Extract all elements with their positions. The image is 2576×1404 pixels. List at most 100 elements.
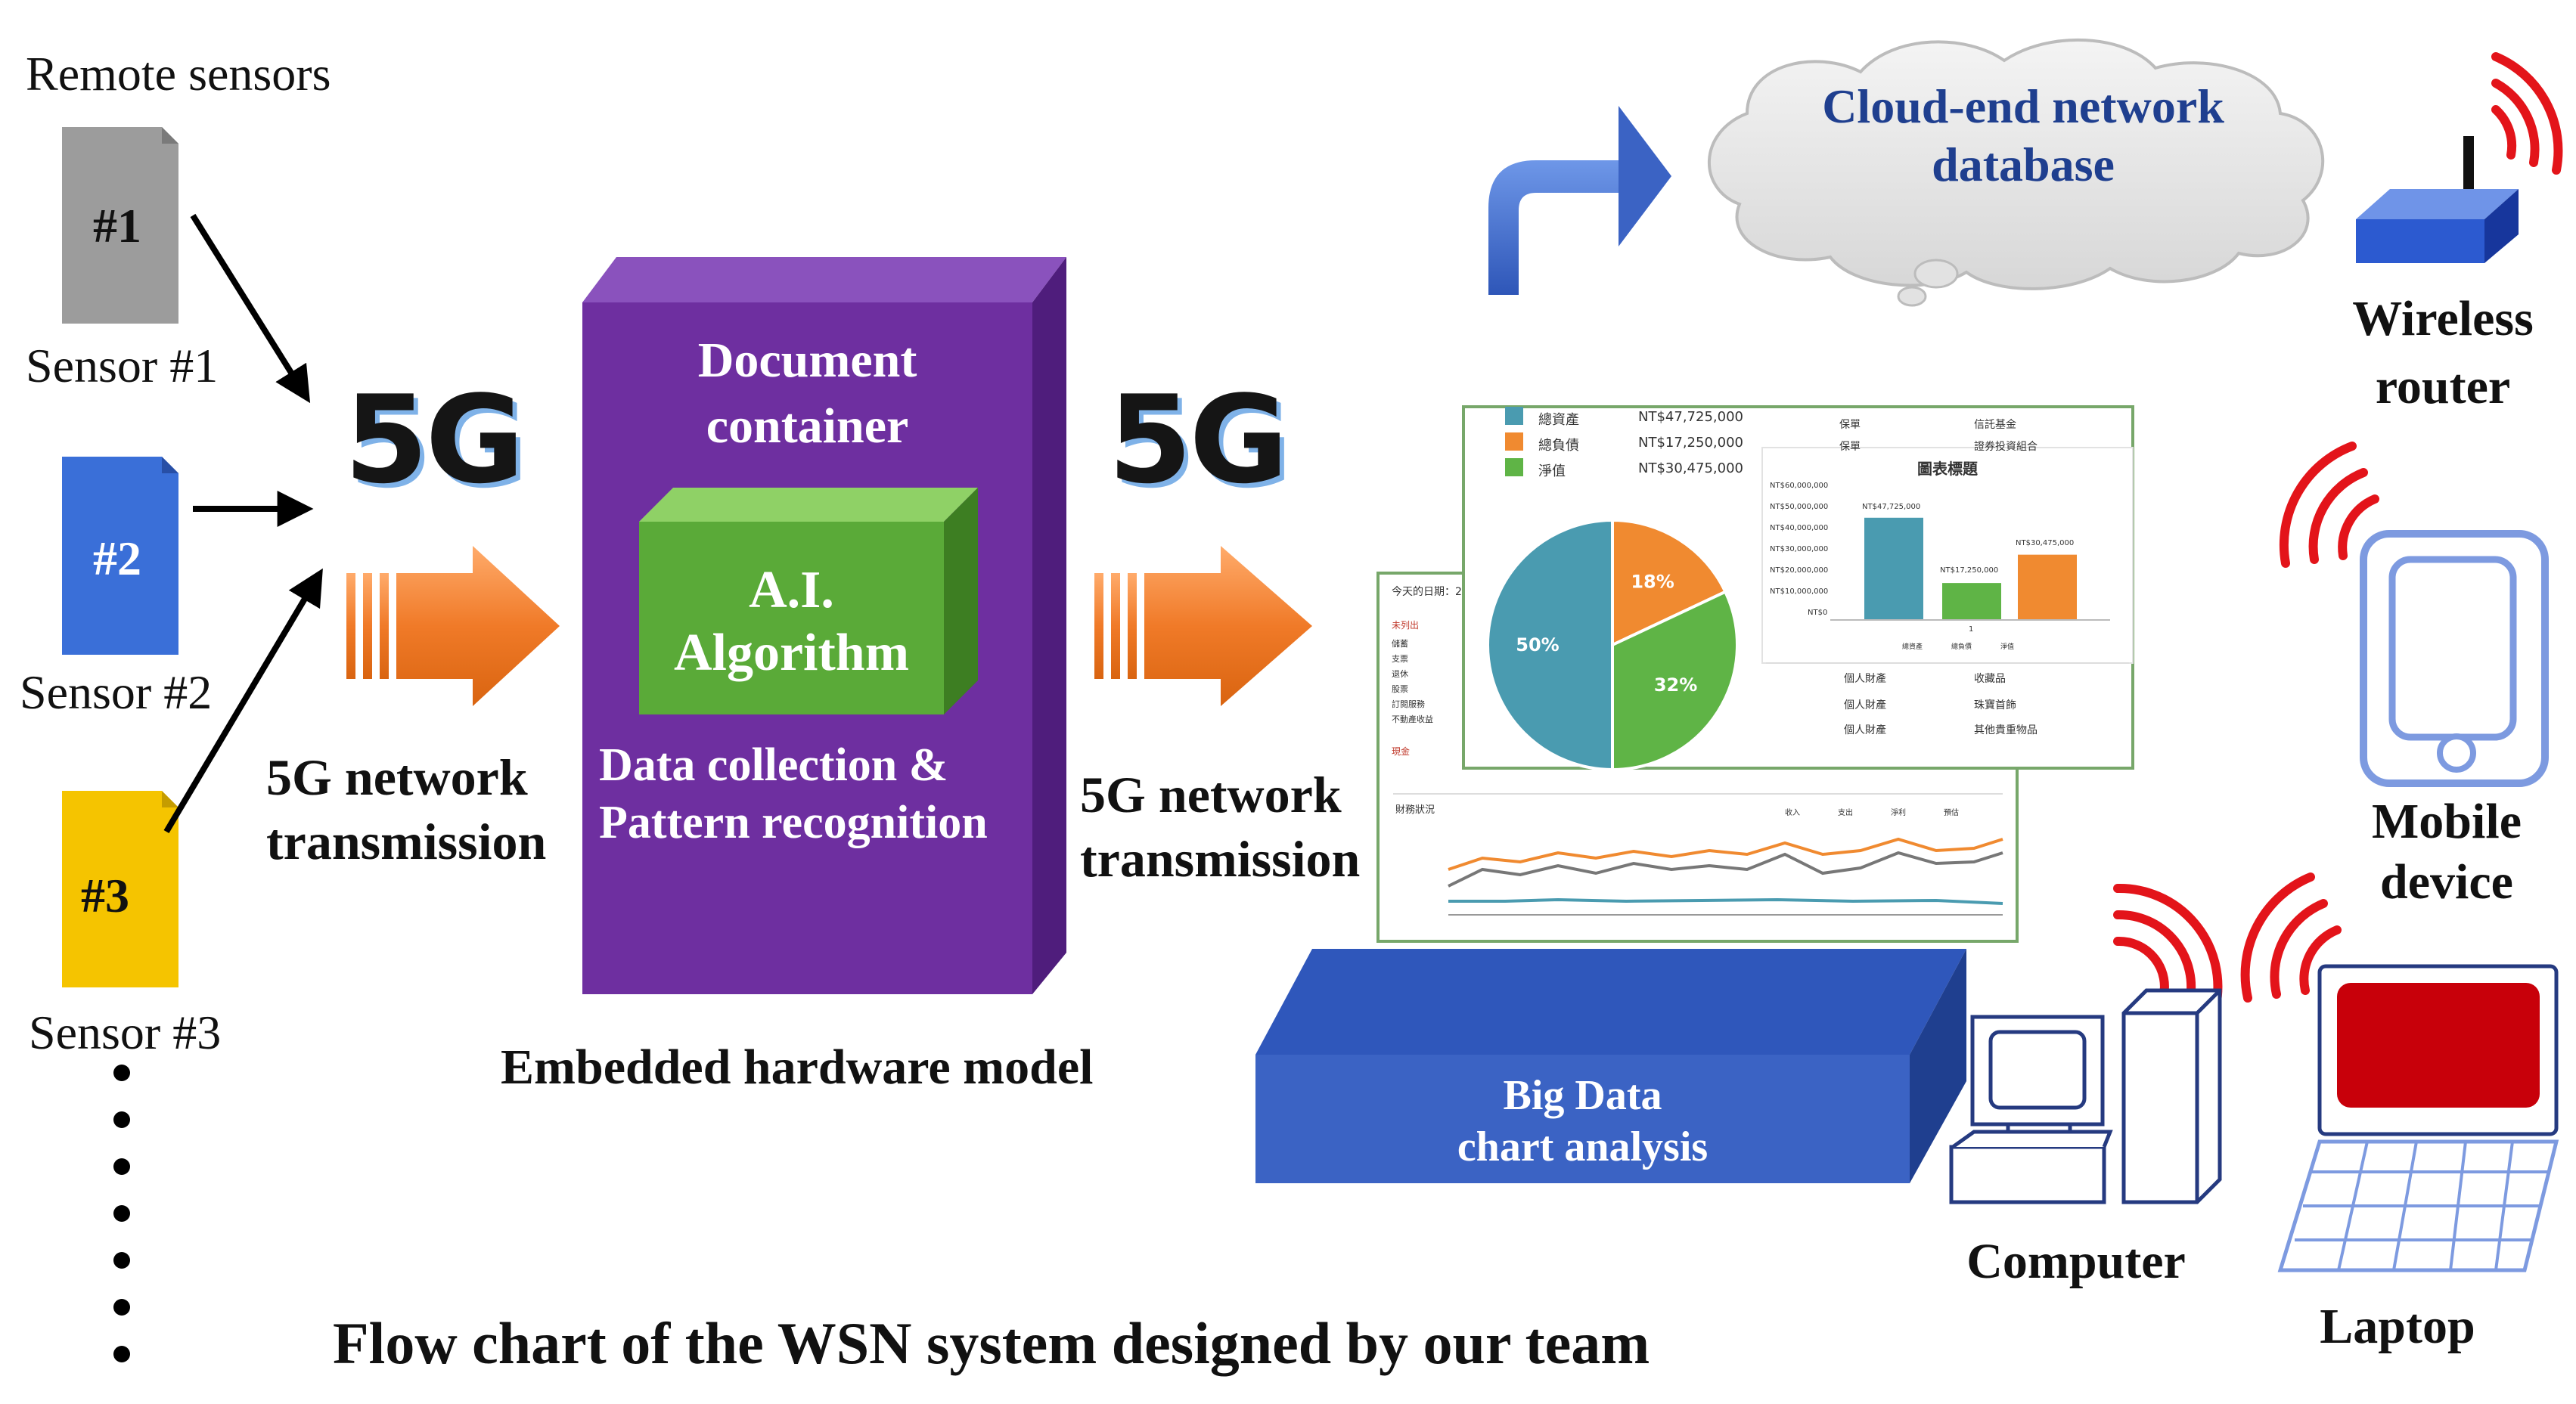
side-table-cell: 個人財產	[1844, 673, 1886, 685]
bigdata-line1: Big Data	[1503, 1072, 1662, 1119]
transmission-right-line1: 5G network	[1080, 766, 1342, 823]
laptop-label: Laptop	[2320, 1299, 2475, 1354]
bigdata-slab	[1255, 949, 1966, 1183]
pie-chart: 50% 18% 32%	[1486, 518, 1739, 772]
remote-sensors-heading: Remote sensors	[26, 47, 331, 101]
pie-slice-label: 18%	[1631, 571, 1674, 592]
data-collection-line2: Pattern recognition	[599, 797, 988, 848]
trend-line-1	[1448, 837, 2003, 871]
bar-y-tick: NT$50,000,000	[1770, 503, 1829, 511]
transmission-arrow-right	[1094, 546, 1312, 706]
pie-slice-liabilities	[1611, 518, 1727, 648]
bar-assets	[1864, 517, 1923, 620]
sensor-1-badge: #1	[93, 199, 141, 253]
bar-chart-title: 圖表標題	[1917, 460, 1978, 478]
legend-label-assets: 總資產	[1538, 412, 1579, 428]
bar-liabilities	[1942, 583, 2001, 620]
transmission-right-line2: transmission	[1080, 830, 1361, 888]
legend-value-liabilities: NT$17,250,000	[1638, 435, 1743, 451]
hardware-caption: Embedded hardware model	[501, 1040, 1094, 1095]
legend-value-networth: NT$30,475,000	[1638, 460, 1743, 476]
router-line1: Wireless	[2352, 291, 2534, 346]
bar-chart	[1830, 517, 2110, 621]
cloud-line2: database	[1932, 138, 2115, 191]
trend-line-3	[1448, 897, 2003, 905]
transmission-left-line1: 5G network	[266, 748, 528, 806]
mobile-device-icon	[2279, 442, 2549, 787]
side-table-cell: 收藏品	[1974, 673, 2006, 685]
bar-legend-item: 總負債	[1951, 643, 1972, 651]
sensor-1-icon	[62, 127, 178, 324]
continuation-dot	[113, 1252, 130, 1269]
side-table-cell: 個人財產	[1844, 699, 1886, 711]
legend-value-assets: NT$47,725,000	[1638, 409, 1743, 425]
bar-legend-item: 淨值	[2000, 643, 2015, 651]
sensor-3-badge: #3	[81, 869, 129, 922]
sensor-2-badge: #2	[93, 532, 141, 585]
bar-y-tick: NT$10,000,000	[1770, 587, 1829, 596]
sensor-1-caption: Sensor #1	[26, 339, 219, 392]
page-title: Flow chart of the WSN system designed by…	[333, 1310, 1650, 1376]
spreadsheet-date: 今天的日期：2	[1392, 586, 1462, 598]
spreadsheet-row: 退休	[1392, 669, 1408, 679]
bigdata-line2: chart analysis	[1457, 1124, 1709, 1170]
spreadsheet-red-label: 現金	[1392, 746, 1411, 757]
trend-legend: 收入	[1785, 809, 1800, 817]
computer-label: Computer	[1966, 1234, 2186, 1289]
side-table-cell: 珠寶首飾	[1974, 699, 2016, 711]
container-line2: container	[706, 398, 909, 454]
pie-slice-label: 32%	[1654, 674, 1697, 696]
sensor-1-arrow	[190, 213, 311, 404]
bar-value-label: NT$30,475,000	[2016, 539, 2075, 547]
continuation-dot	[113, 1158, 130, 1175]
bar-y-tick: NT$20,000,000	[1770, 566, 1829, 575]
trend-legend: 淨利	[1891, 809, 1906, 817]
sensor-3-caption: Sensor #3	[29, 1006, 222, 1059]
laptop-icon	[2240, 872, 2559, 1272]
cloud-line1: Cloud-end network	[1822, 79, 2224, 133]
mobile-line1: Mobile	[2372, 794, 2522, 849]
computer-icon	[1949, 883, 2223, 1204]
side-table-cell: 個人財產	[1844, 724, 1886, 736]
side-table-cell: 其他貴重物品	[1974, 724, 2038, 736]
spreadsheet-red-label: 未列出	[1392, 620, 1420, 631]
bar-value-label: NT$17,250,000	[1940, 566, 1999, 575]
side-table-cell: 信託基金	[1974, 419, 2016, 431]
pie-slice-assets	[1486, 518, 1614, 772]
bar-y-tick: NT$40,000,000	[1770, 524, 1829, 532]
continuation-dot	[113, 1205, 130, 1222]
sensor-2-caption: Sensor #2	[20, 665, 213, 719]
bar-y-tick: NT$30,000,000	[1770, 545, 1829, 553]
spreadsheet-row: 訂閱服務	[1392, 699, 1425, 709]
bar-x-tick: 1	[1969, 625, 1974, 634]
ai-line2: Algorithm	[673, 624, 910, 682]
continuation-dot	[113, 1065, 130, 1081]
pie-slice-label: 50%	[1516, 634, 1559, 656]
mobile-line2: device	[2380, 854, 2513, 910]
ai-algorithm-box	[639, 488, 978, 714]
side-table-cell: 保單	[1839, 419, 1861, 431]
cloud-icon	[1707, 38, 2324, 307]
spreadsheet-row: 不動產收益	[1392, 714, 1433, 724]
bar-y-tick: NT$60,000,000	[1770, 482, 1829, 490]
pie-slice-networth	[1611, 590, 1739, 772]
bar-y-tick: NT$0	[1808, 609, 1828, 617]
trend-legend: 預估	[1944, 809, 1959, 817]
legend-label-liabilities: 總負債	[1538, 438, 1579, 454]
trend-legend: 支出	[1838, 809, 1853, 817]
legend-label-networth: 淨值	[1538, 463, 1566, 479]
container-line1: Document	[697, 333, 917, 388]
wireless-router-icon	[2356, 52, 2563, 263]
side-table-cell: 證券投資組合	[1974, 441, 2038, 453]
trend-chart-heading: 財務狀況	[1395, 804, 1435, 816]
bar-networth	[2018, 554, 2077, 620]
ai-line1: A.I.	[749, 561, 834, 619]
5g-badge-left: 5G	[344, 369, 525, 510]
sensor-3-arrow	[163, 568, 323, 834]
sensor-3-icon	[62, 791, 178, 987]
5g-badge-right: 5G	[1108, 369, 1289, 510]
hardware-box	[582, 257, 1066, 994]
bar-value-label: NT$47,725,000	[1862, 503, 1921, 511]
